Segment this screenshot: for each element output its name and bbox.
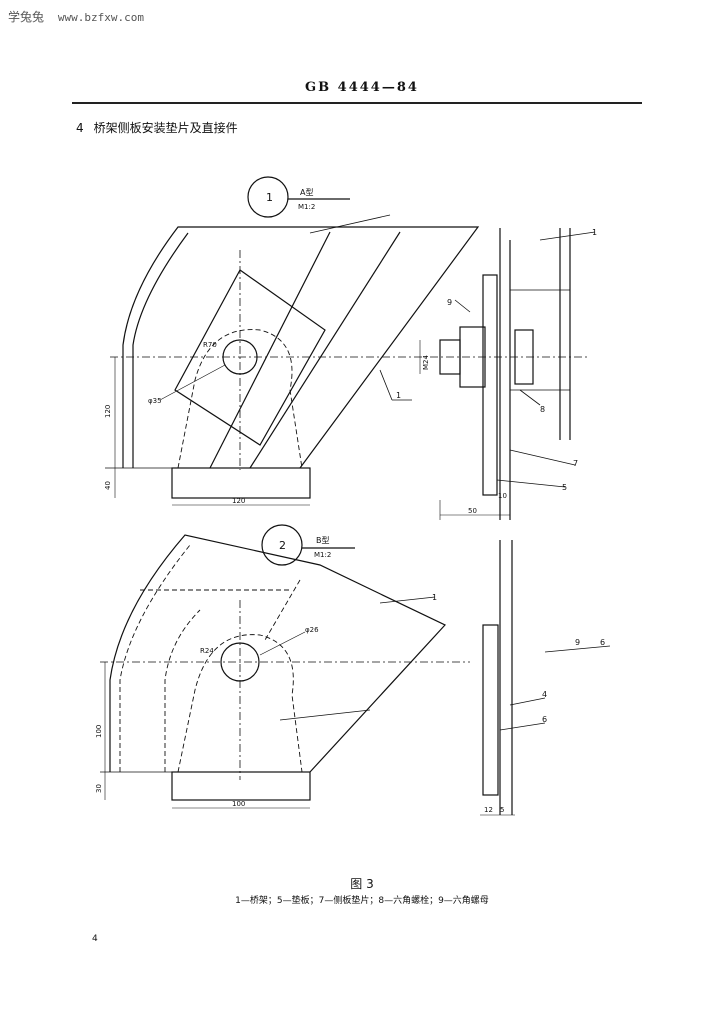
watermark-url: www.bzfxw.com xyxy=(57,11,144,24)
detail2-part-label: 9 xyxy=(575,638,580,647)
detail1-radius: R70 xyxy=(203,341,217,349)
detail1-hole-dia: φ35 xyxy=(148,397,162,405)
detail2-bracket-hidden xyxy=(119,544,191,772)
detail2-width: 100 xyxy=(232,800,245,808)
figure-caption: 图 3 xyxy=(350,877,374,891)
detail1-gusset xyxy=(174,269,326,446)
detail2-side-width-2: 5 xyxy=(500,806,504,814)
standard-header: GB 4444—84 xyxy=(305,80,419,95)
detail2-leader xyxy=(279,709,371,721)
detail1-part-label: 1 xyxy=(592,228,597,237)
detail2-bracket-outline xyxy=(109,534,446,773)
detail2-radius: R24 xyxy=(200,647,214,655)
detail1-leader xyxy=(519,389,541,406)
figure-legend: 1—桥架；5—垫板；7—侧板垫片；8—六角螺栓；9—六角螺母 xyxy=(235,896,489,906)
section-title: 4 桥架侧板安装垫片及直接件 xyxy=(76,119,238,136)
detail2-base-plate xyxy=(171,771,311,801)
detail2-washer xyxy=(482,624,499,796)
detail2-side-width: 12 xyxy=(484,806,493,814)
detail1-scale-label: M1:2 xyxy=(298,203,315,211)
section-number: 4 xyxy=(76,121,84,135)
detail1-base-plate xyxy=(171,467,311,499)
detail1-edge-line xyxy=(249,231,401,469)
detail2-side-view: 9 6 4 6 12 5 xyxy=(480,540,611,816)
detail2-part-label: 6 xyxy=(600,638,605,647)
detail2-leader xyxy=(379,596,436,604)
section-title-text: 桥架侧板安装垫片及直接件 xyxy=(93,121,238,135)
detail1-leader xyxy=(454,299,471,313)
detail2-hidden-line xyxy=(164,609,201,772)
detail1-bracket-inner xyxy=(132,232,189,468)
detail2-leader xyxy=(509,697,546,706)
detail2-part-label: 4 xyxy=(542,690,547,699)
detail1-base-height: 40 xyxy=(104,481,112,490)
detail1-part-label: 8 xyxy=(540,405,545,414)
detail2-front-view: 2 B型 M1:2 1 φ26 R24 100 30 100 xyxy=(95,524,470,809)
detail1-type-label: A型 xyxy=(300,188,313,197)
detail1-side-width: 10 xyxy=(498,492,507,500)
detail1-leader xyxy=(509,449,576,466)
detail2-part-label: 6 xyxy=(542,715,547,724)
detail1-height: 120 xyxy=(104,405,112,418)
detail1-circle-label: 1 xyxy=(266,191,273,204)
page-number: 4 xyxy=(92,934,98,944)
detail1-leader xyxy=(379,369,393,401)
detail2-base-height: 30 xyxy=(95,784,103,793)
detail1-side-view: 1 9 8 7 5 M24 10 50 xyxy=(419,228,597,520)
detail2-lug-hidden xyxy=(177,634,303,773)
watermark-site: 学兔兔 xyxy=(8,10,45,24)
detail1-thread: M24 xyxy=(422,355,430,370)
detail2-hidden-line xyxy=(264,579,301,641)
detail1-width: 120 xyxy=(232,497,245,505)
detail1-leader xyxy=(496,479,566,488)
detail2-leader xyxy=(259,631,306,656)
detail1-part-label: 7 xyxy=(573,459,578,468)
detail1-bottom-width: 50 xyxy=(468,507,477,515)
detail2-part-label: 1 xyxy=(432,593,437,602)
detail1-circle xyxy=(247,176,289,218)
detail1-lug-hidden xyxy=(177,329,303,469)
detail1-leader xyxy=(309,214,391,234)
detail2-hole-dia: φ26 xyxy=(305,626,319,634)
detail1-front-view: 1 A型 M1:2 φ35 R70 120 40 120 1 xyxy=(104,176,480,506)
detail1-part-label: 1 xyxy=(396,391,401,400)
detail2-circle xyxy=(261,524,303,566)
detail2-type-label: B型 xyxy=(316,536,330,545)
detail1-washer xyxy=(482,274,498,496)
detail2-scale-label: M1:2 xyxy=(314,551,331,559)
detail1-bolt-end xyxy=(439,339,461,375)
detail1-part-label: 5 xyxy=(562,483,567,492)
detail2-circle-label: 2 xyxy=(279,539,286,552)
header-rule xyxy=(72,102,642,104)
detail1-bracket-outline xyxy=(122,226,480,469)
detail1-edge-line xyxy=(209,231,331,469)
detail2-leader xyxy=(544,645,611,653)
watermark: 学兔兔 www.bzfxw.com xyxy=(8,8,144,25)
detail1-leader xyxy=(159,364,226,401)
detail1-leader xyxy=(539,231,596,241)
detail1-part-label: 9 xyxy=(447,298,452,307)
detail2-leader xyxy=(499,722,546,731)
detail2-height: 100 xyxy=(95,725,103,738)
